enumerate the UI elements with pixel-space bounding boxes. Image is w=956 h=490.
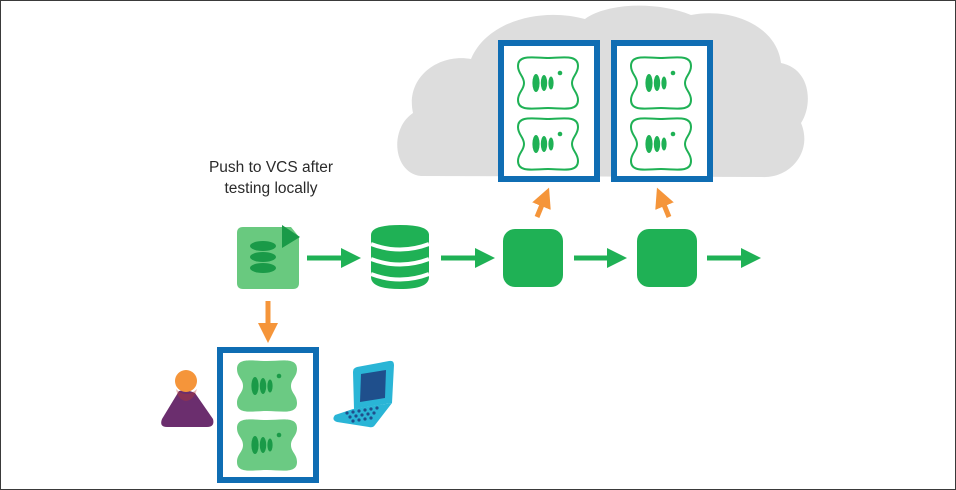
pod-icon — [517, 117, 579, 171]
cloud-node-1 — [498, 40, 600, 182]
database-icon — [370, 225, 430, 289]
caption-line-2: testing locally — [224, 180, 318, 197]
cloud-icon — [397, 5, 808, 178]
local-node — [217, 347, 319, 483]
pod-icon — [237, 419, 297, 471]
developer-icon — [161, 370, 214, 427]
deploy-arrow — [655, 187, 674, 218]
deploy-stage-1-icon — [503, 229, 563, 287]
deploy-stage-2-icon — [637, 229, 697, 287]
cloud-node-2 — [611, 40, 713, 182]
pod-icon — [630, 56, 692, 110]
pod-icon — [237, 360, 297, 412]
push-to-vcs-caption: Push to VCS after testing locally — [186, 157, 356, 199]
pod-icon — [517, 56, 579, 110]
caption-line-1: Push to VCS after — [208, 159, 334, 176]
laptop-icon — [333, 360, 394, 428]
deploy-arrow — [532, 187, 551, 218]
source-code-icon — [237, 225, 300, 289]
pod-icon — [630, 117, 692, 171]
